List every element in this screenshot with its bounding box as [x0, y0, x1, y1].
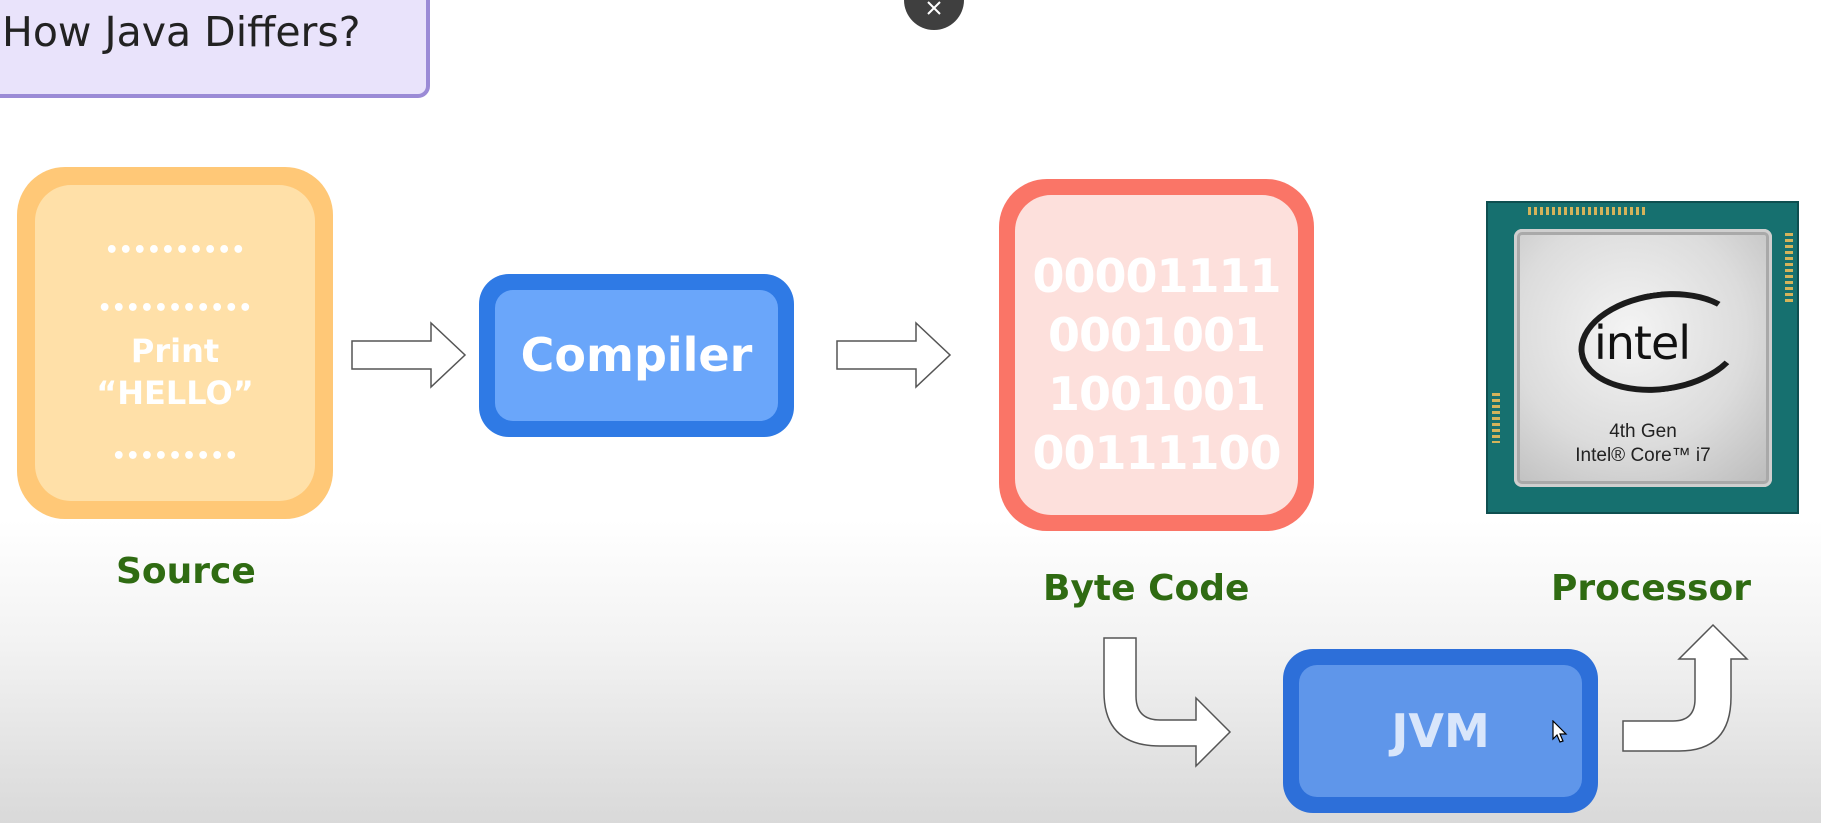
bytecode-line: 00111100	[1032, 426, 1281, 480]
bytecode-line: 0001001	[1047, 308, 1266, 362]
intel-logo: intel	[1594, 316, 1691, 370]
chip-contacts	[1492, 393, 1500, 443]
source-card-inner: •••••••••• ••••••••••• Print “HELLO” •••…	[35, 185, 315, 501]
mouse-cursor-icon	[1552, 720, 1568, 743]
chip-contacts	[1528, 207, 1648, 215]
chip-heat-spreader: intel 4th Gen Intel® Core™ i7	[1514, 229, 1772, 487]
compiler-label: Compiler	[495, 290, 778, 421]
right-arrow-icon	[351, 321, 467, 389]
bytecode-caption: Byte Code	[1043, 568, 1250, 609]
processor-chip-image: intel 4th Gen Intel® Core™ i7	[1486, 201, 1799, 514]
compiler-box: Compiler	[479, 274, 794, 437]
close-button[interactable]	[904, 0, 964, 30]
bytecode-line: 1001001	[1047, 367, 1266, 421]
slide-title-box: How Java Differs?	[0, 0, 430, 98]
curved-arrow-icon	[1103, 637, 1232, 768]
chip-generation: 4th Gen	[1609, 421, 1677, 442]
source-code-line: •••••••••••	[97, 296, 253, 321]
bytecode-card: 00001111 0001001 1001001 00111100	[999, 179, 1314, 531]
chip-model: Intel® Core™ i7	[1575, 445, 1711, 466]
source-caption: Source	[116, 551, 256, 592]
jvm-label: JVM	[1299, 665, 1582, 797]
bytecode-card-inner: 00001111 0001001 1001001 00111100	[1015, 195, 1298, 515]
bytecode-line: 00001111	[1032, 249, 1281, 303]
source-print-statement: Print “HELLO”	[35, 330, 315, 414]
source-code-line: •••••••••	[111, 444, 239, 469]
source-print-keyword: Print	[130, 332, 220, 370]
close-icon	[927, 1, 941, 15]
source-print-string: “HELLO”	[96, 374, 254, 412]
curved-up-arrow-icon	[1622, 623, 1749, 752]
chip-contacts	[1785, 233, 1793, 303]
right-arrow-icon	[836, 321, 952, 389]
jvm-box: JVM	[1283, 649, 1598, 813]
slide-title: How Java Differs?	[2, 8, 361, 56]
source-card: •••••••••• ••••••••••• Print “HELLO” •••…	[17, 167, 333, 519]
processor-caption: Processor	[1551, 568, 1751, 609]
source-code-line: ••••••••••	[104, 238, 246, 263]
